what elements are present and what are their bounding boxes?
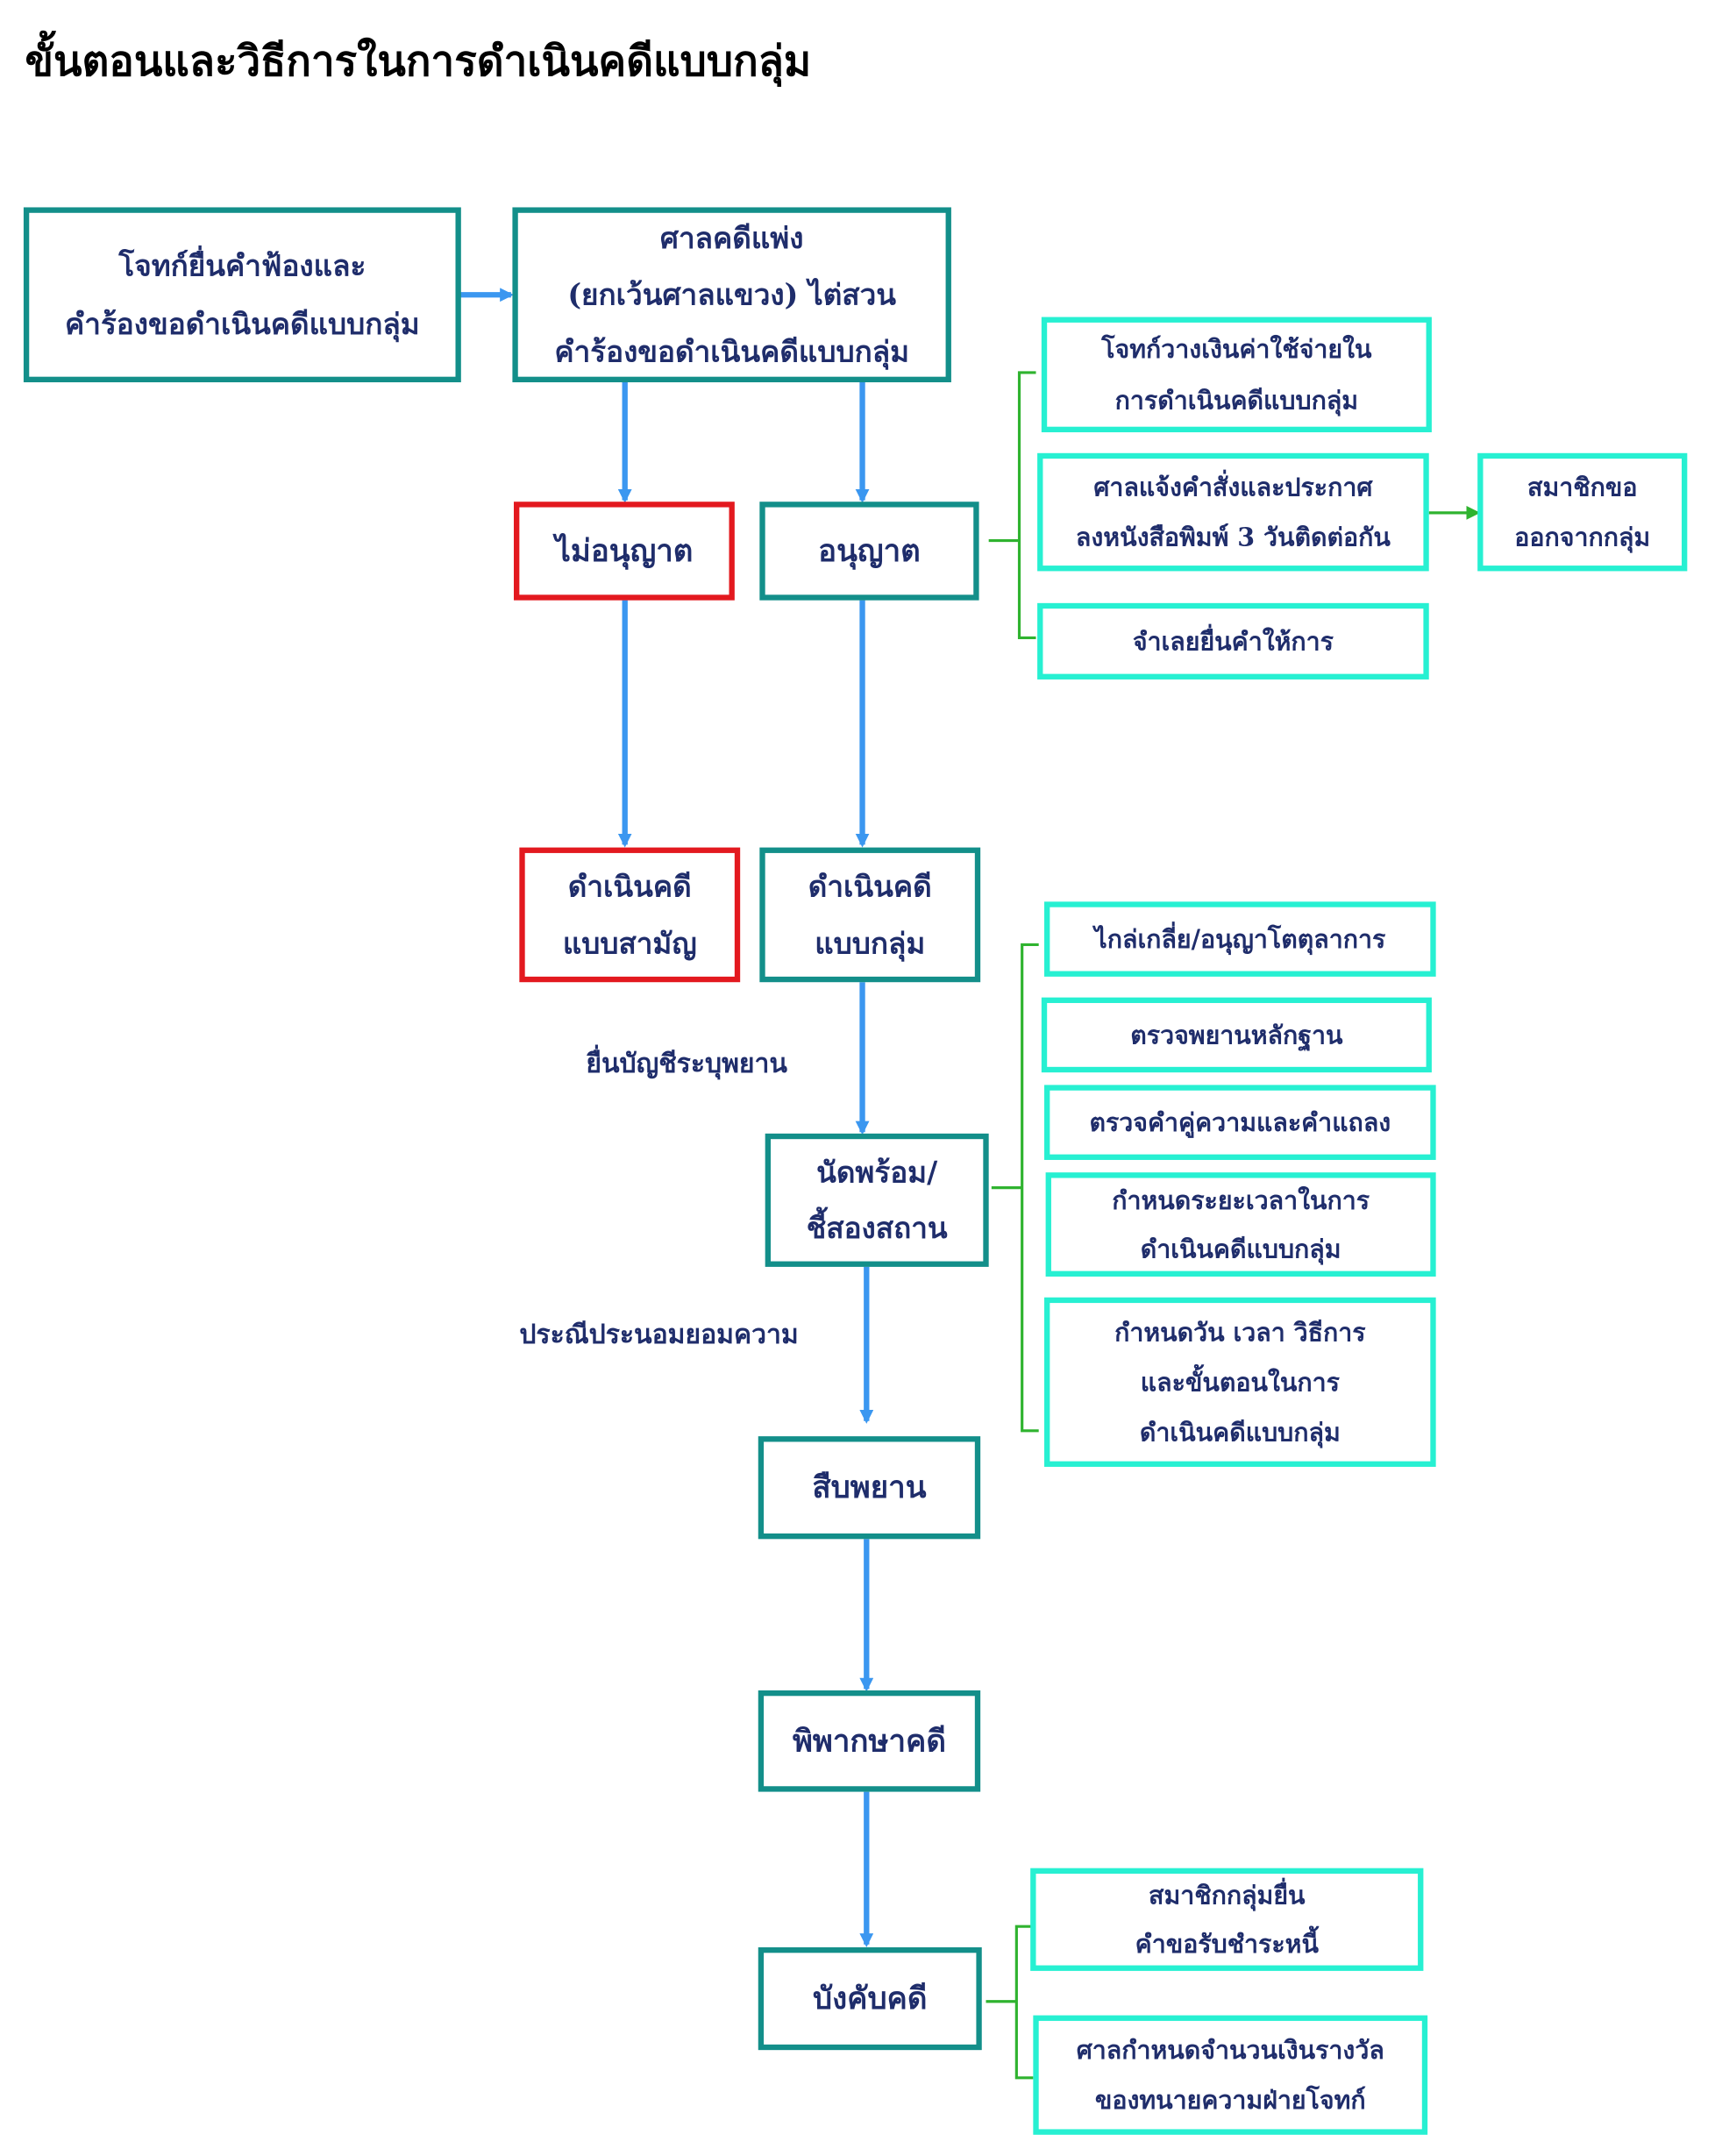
box-plaintiff-files: โจทก์ยื่นคำฟ้องและคำร้องขอดำเนินคดีแบบกล… (23, 207, 461, 383)
box-text-line: พิพากษาคดี (793, 1723, 946, 1759)
box-attorney-fee: ศาลกำหนดจำนวนเงินรางวัลของทนายความฝ่ายโจ… (1033, 2015, 1428, 2135)
box-text-line: ศาลคดีแพ่ง (660, 221, 804, 255)
box-border (1037, 452, 1429, 572)
box-text-line: ไม่อนุญาต (552, 532, 693, 570)
box-border (1044, 1297, 1436, 1467)
box-text-line: นัดพร้อม/ (816, 1156, 938, 1190)
box-text-line: จำเลยยื่นคำให้การ (1133, 623, 1334, 656)
box-text-line: สมาชิกขอ (1527, 473, 1637, 502)
page-title: ขั้นตอนและวิธีการในการดำเนินคดีแบบกลุ่ม (25, 30, 812, 87)
box-text-line: ไกล่เกลี่ย/อนุญาโตตุลาการ (1092, 921, 1386, 955)
box-text-line: สืบพยาน (812, 1469, 926, 1505)
bracket-pretrial (1021, 943, 1039, 1433)
box-border (1477, 452, 1688, 572)
box-text-line: และขั้นตอนในการ (1141, 1363, 1341, 1397)
box-text-line: การดำเนินคดีแบบกลุ่ม (1115, 386, 1358, 416)
box-text-line: โจทก์วางเงินค่าใช้จ่ายใน (1100, 334, 1372, 364)
box-text-line: โจทก์ยื่นคำฟ้องและ (117, 245, 366, 282)
box-border (1044, 1085, 1436, 1160)
box-text-line: ดำเนินคดี (808, 869, 932, 903)
bracket-permitted (1017, 371, 1036, 640)
box-border (519, 847, 741, 983)
box-border (23, 207, 461, 383)
box-border (1033, 2015, 1428, 2135)
box-check-evidence: ตรวจพยานหลักฐาน (1041, 997, 1432, 1073)
flow-arrows (459, 288, 874, 1947)
side-brackets (986, 371, 1039, 2080)
box-text-line: (ยกเว้นศาลแขวง) ไต่สวน (567, 278, 896, 312)
flowchart-boxes: โจทก์ยื่นคำฟ้องและคำร้องขอดำเนินคดีแบบกล… (23, 207, 1688, 2135)
box-border (1041, 317, 1432, 433)
box-border (759, 847, 981, 983)
box-ordinary-case: ดำเนินคดีแบบสามัญ (519, 847, 741, 983)
box-text-line: แบบสามัญ (563, 926, 697, 960)
box-text-line: อนุญาต (818, 533, 921, 570)
box-border (1041, 997, 1432, 1073)
box-text-line: ตรวจคำคู่ความและคำแถลง (1089, 1107, 1391, 1138)
box-deposit-costs: โจทก์วางเงินค่าใช้จ่ายในการดำเนินคดีแบบก… (1041, 317, 1432, 433)
box-pretrial: นัดพร้อม/ชี้สองสถาน (765, 1133, 989, 1267)
box-border (758, 1946, 982, 2051)
box-border (765, 1133, 989, 1267)
box-text-line: ดำเนินคดีแบบกลุ่ม (1140, 1417, 1341, 1448)
box-text-line: ดำเนินคดี (568, 869, 692, 903)
box-defendant-answer: จำเลยยื่นคำให้การ (1037, 602, 1429, 680)
box-set-schedule: กำหนดวัน เวลา วิธีการและขั้นตอนในการดำเน… (1044, 1297, 1436, 1467)
box-text-line: คำร้องขอดำเนินคดีแบบกลุ่ม (554, 335, 909, 371)
box-border (759, 502, 979, 601)
box-text-line: ศาลแจ้งคำสั่งและประกาศ (1093, 470, 1373, 502)
box-text-line: ลงหนังสือพิมพ์ 3 วันติดต่อกัน (1076, 523, 1391, 552)
box-member-claim: สมาชิกกลุ่มยื่นคำขอรับชำระหนี้ (1030, 1868, 1424, 1971)
box-text-line: แบบกลุ่ม (815, 926, 925, 962)
box-text-line: ศาลกำหนดจำนวนเงินรางวัล (1077, 2035, 1384, 2065)
box-border (1030, 1868, 1424, 1971)
box-text-line: คำร้องขอดำเนินคดีแบบกลุ่ม (65, 307, 420, 343)
box-text-line: ออกจากกลุ่ม (1514, 523, 1650, 553)
box-border (1044, 901, 1436, 977)
box-witness-exam: สืบพยาน (758, 1436, 981, 1540)
box-text-line: ดำเนินคดีแบบกลุ่ม (1141, 1234, 1341, 1264)
box-border (512, 207, 951, 383)
box-text-line: สมาชิกกลุ่มยื่น (1149, 1878, 1306, 1911)
box-border (1037, 602, 1429, 680)
box-check-pleadings: ตรวจคำคู่ความและคำแถลง (1044, 1085, 1436, 1160)
box-mediation: ไกล่เกลี่ย/อนุญาโตตุลาการ (1044, 901, 1436, 977)
box-text-line: ของทนายความฝ่ายโจทก์ (1095, 2085, 1366, 2115)
box-text-line: คำขอรับชำระหนี้ (1135, 1925, 1320, 1959)
box-border (1045, 1172, 1436, 1277)
box-text-line: ชี้สองสถาน (807, 1206, 948, 1245)
box-text-line: ตรวจพยานหลักฐาน (1130, 1020, 1343, 1051)
box-border (758, 1436, 981, 1540)
box-civil-court: ศาลคดีแพ่ง (ยกเว้นศาลแขวง) ไต่สวนคำร้องขอ… (512, 207, 951, 383)
box-not-permitted: ไม่อนุญาต (514, 502, 735, 601)
box-border (758, 1690, 981, 1792)
box-class-case: ดำเนินคดีแบบกลุ่ม (759, 847, 981, 983)
box-text-line: กำหนดระยะเวลาในการ (1112, 1185, 1370, 1215)
annotation-witness-list: ยื่นบัญชีระบุพยาน (586, 1044, 787, 1080)
box-permitted: อนุญาต (759, 502, 979, 601)
annotation-settlement: ประณีประนอมยอมความ (519, 1320, 798, 1350)
box-judgment: พิพากษาคดี (758, 1690, 981, 1792)
box-border (514, 502, 735, 601)
box-text-line: บังคับคดี (813, 1981, 927, 2017)
box-enforcement: บังคับคดี (758, 1946, 982, 2051)
box-text-line: กำหนดวัน เวลา วิธีการ (1114, 1317, 1366, 1347)
